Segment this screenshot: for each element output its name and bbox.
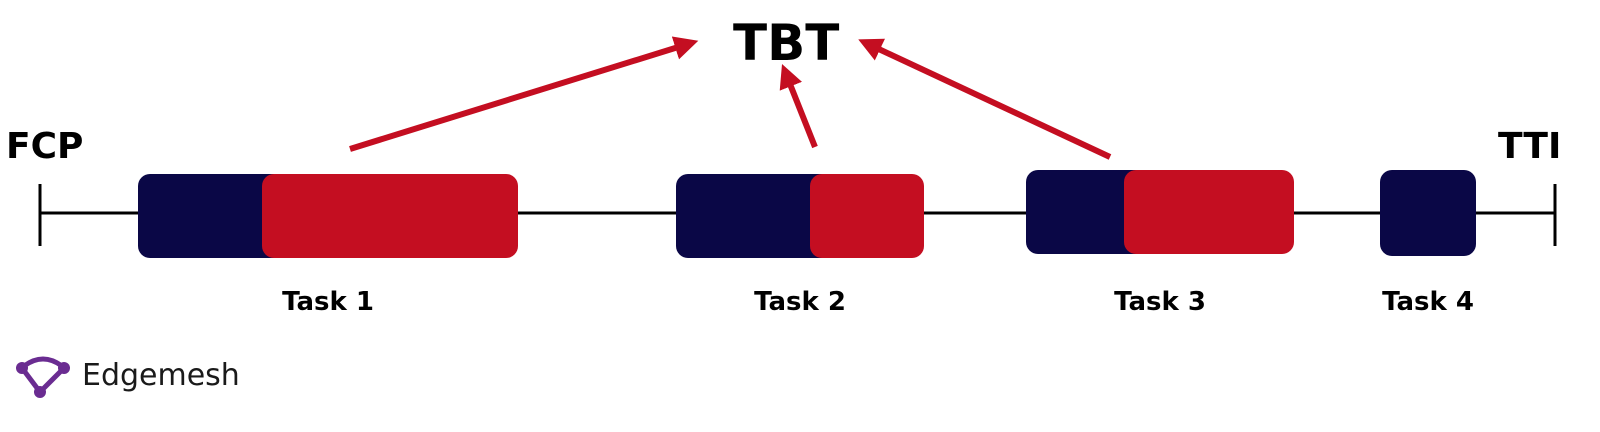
task-1-label: Task 1 — [282, 287, 374, 317]
edgemesh-logo-icon — [16, 356, 70, 398]
arrow-task-1 — [349, 36, 699, 152]
task-3-blocking — [1124, 170, 1294, 254]
arrow-task-3 — [858, 38, 1112, 160]
arrow-task-2 — [779, 63, 818, 149]
fcp-label: FCP — [6, 126, 84, 167]
edgemesh-logo: Edgemesh — [14, 350, 240, 400]
task-4-label: Task 4 — [1382, 287, 1474, 317]
task-1-blocking — [262, 174, 518, 258]
task-3-label: Task 3 — [1114, 287, 1206, 317]
tti-label: TTI — [1498, 126, 1562, 167]
task-4-main — [1380, 170, 1476, 256]
task-2-blocking — [810, 174, 924, 258]
task-2-label: Task 2 — [754, 287, 846, 317]
tbt-label: TBT — [733, 14, 840, 72]
edgemesh-brand-text: Edgemesh — [82, 357, 240, 393]
